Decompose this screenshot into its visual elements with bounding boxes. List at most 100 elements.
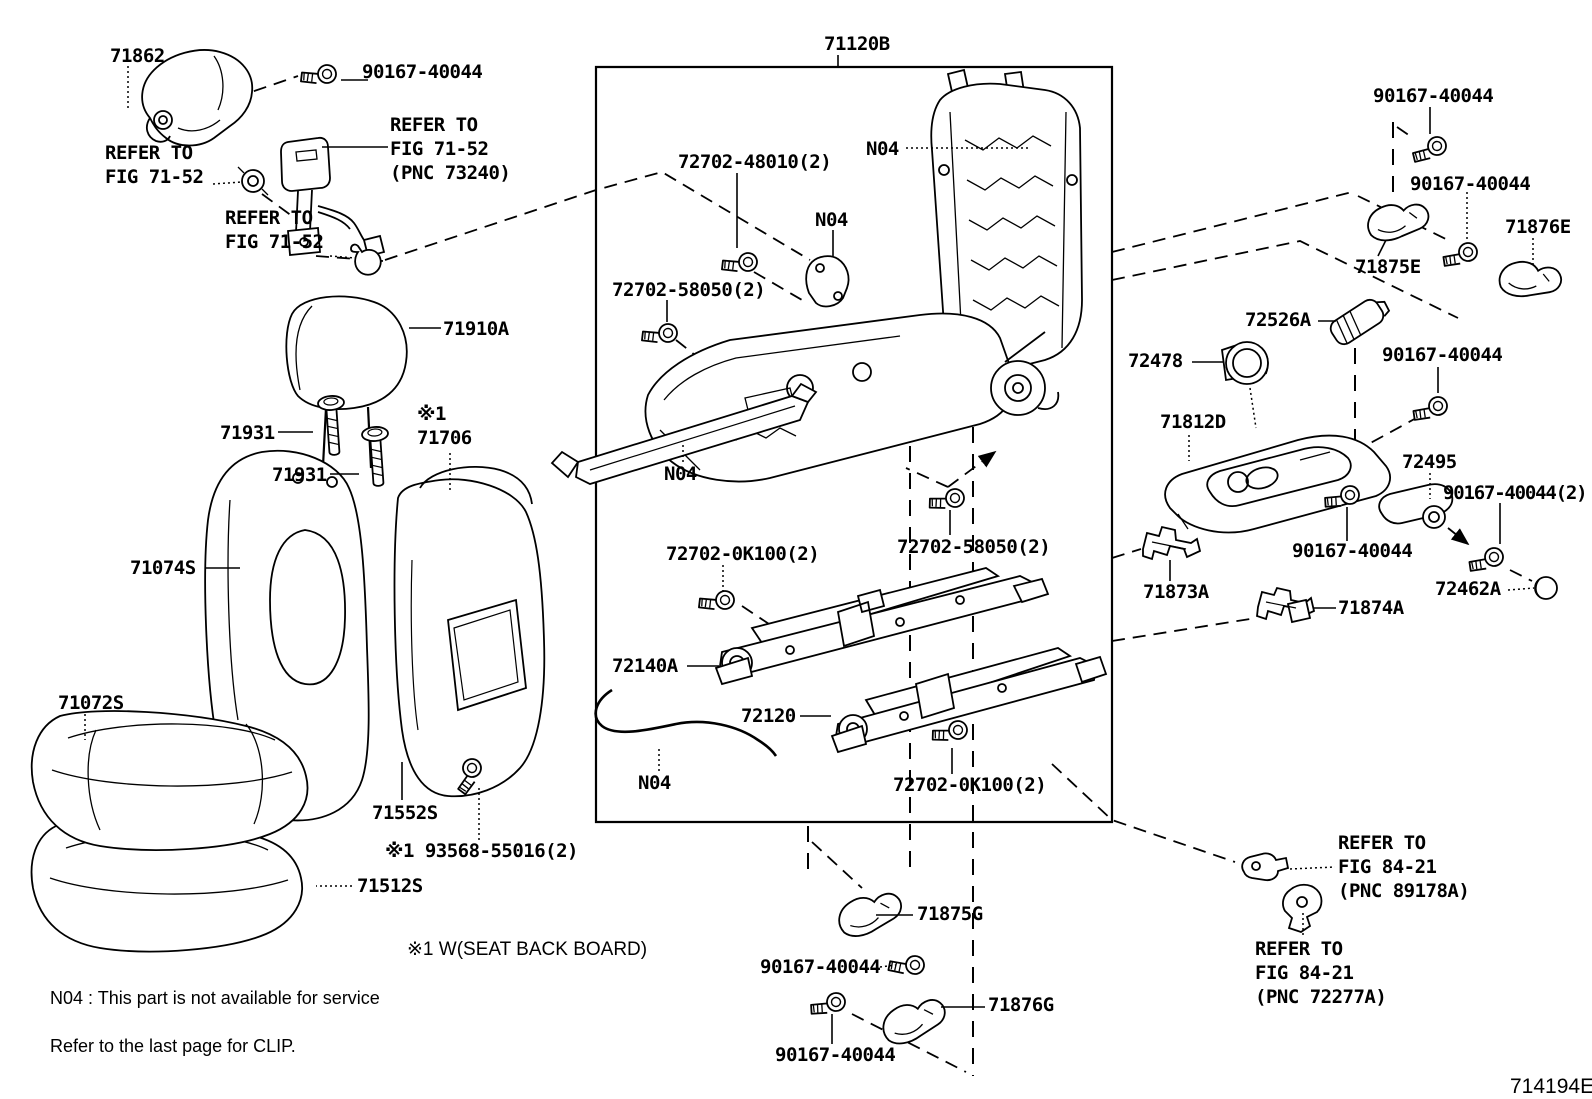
part-label-71875G: 71875G	[917, 903, 983, 925]
hinge-bracket-n04-drawing	[806, 256, 848, 306]
ref-fig84-21-72277A: REFER TO FIG 84-21 (PNC 72277A)	[1255, 937, 1387, 1009]
ref-fig71-52-left: REFER TO FIG 71-52	[105, 141, 204, 189]
ref-line: REFER TO	[1338, 832, 1426, 854]
leader-lines-dotted	[85, 66, 1534, 967]
ref-line: FIG 71-52	[390, 138, 489, 160]
part-label-72702-58050-1: 72702-58050(2)	[612, 279, 766, 301]
centerline-dashed-lines	[808, 122, 1393, 1076]
part-label-72140A: 72140A	[612, 655, 678, 677]
part-label-72702-0K100-1: 72702-0K100(2)	[666, 543, 820, 565]
ref-line: REFER TO	[1255, 938, 1343, 960]
ref-line: REFER TO	[105, 142, 193, 164]
note-seat-back-board: ※1 W(SEAT BACK BOARD)	[407, 939, 648, 960]
screw-90167-40044-b2	[806, 987, 850, 1025]
handle-72495-drawing	[1379, 484, 1452, 528]
note-clip: Refer to the last page for CLIP.	[50, 1036, 296, 1056]
part-label-71120B: 71120B	[824, 33, 890, 55]
ref-line: FIG 84-21	[1338, 856, 1437, 878]
part-label-90167-40044-b2: 90167-40044	[775, 1044, 896, 1066]
part-label-71074S: 71074S	[130, 557, 196, 579]
seat-rail-72140A-drawing	[716, 568, 1048, 684]
seat-frame-back-drawing	[931, 70, 1082, 375]
ref-line: REFER TO	[390, 114, 478, 136]
cover-71876E-drawing	[1495, 255, 1565, 307]
cap-72462A-drawing	[1535, 577, 1557, 599]
screw-90167-40044-r2	[1439, 237, 1482, 276]
bracket-72277A-drawing	[1283, 885, 1322, 932]
reclining-lever-72526A-drawing	[1327, 293, 1392, 348]
screw-72702-58050-2	[925, 484, 968, 519]
ref-line: (PNC 73240)	[390, 162, 511, 184]
part-label-71931-2: 71931	[272, 464, 327, 486]
part-label-71910A: 71910A	[443, 318, 509, 340]
part-label-90167-40044-tl: 90167-40044	[362, 61, 483, 83]
part-label-71706: 71706	[417, 427, 472, 449]
part-label-72702-48010: 72702-48010(2)	[678, 151, 832, 173]
ref-line: (PNC 89178A)	[1338, 880, 1470, 902]
seat-back-frame-71706-drawing	[395, 467, 545, 796]
seat-belt-buckle-drawing	[281, 138, 384, 256]
screw-90167-40044-topleft	[297, 60, 340, 93]
ref-line: FIG 84-21	[1255, 962, 1354, 984]
part-label-90167-40044-r1: 90167-40044	[1373, 85, 1494, 107]
part-label-90167-40044-r3: 90167-40044	[1382, 344, 1503, 366]
part-flag-71706: ※1	[417, 403, 446, 425]
part-label-71874A: 71874A	[1338, 597, 1404, 619]
part-label-n04-3: N04	[664, 463, 697, 485]
part-label-90167-40044-b1: 90167-40044	[760, 956, 881, 978]
cover-71875E-drawing	[1367, 203, 1430, 242]
ref-line: FIG 71-52	[225, 231, 324, 253]
part-label-71876G: 71876G	[988, 994, 1054, 1016]
screw-72702-48010	[718, 248, 761, 281]
part-label-72702-58050-2: 72702-58050(2)	[897, 536, 1051, 558]
part-label-71862: 71862	[110, 45, 165, 67]
part-label-71931-1: 71931	[220, 422, 275, 444]
seat-shield-71812D-drawing	[1165, 436, 1390, 533]
document-number: 714194E	[1510, 1075, 1592, 1098]
part-label-71875E: 71875E	[1355, 256, 1421, 278]
armrest-base-cover-71862-drawing	[142, 50, 252, 145]
part-label-72120: 72120	[741, 705, 796, 727]
part-label-90167-40044-mid: 90167-40044	[1292, 540, 1413, 562]
part-label-n04-2: N04	[815, 209, 848, 231]
part-label-71512S: 71512S	[357, 875, 423, 897]
part-label-72702-0K100-2: 72702-0K100(2)	[893, 774, 1047, 796]
part-label-71552S: 71552S	[372, 802, 438, 824]
part-label-n04-1: N04	[866, 138, 899, 160]
part-label-n04-4: N04	[638, 772, 671, 794]
knob-72478-drawing	[1222, 342, 1268, 384]
headrest-bolt-71931-2	[360, 425, 393, 488]
part-label-72478: 72478	[1128, 350, 1183, 372]
part-label-71072S: 71072S	[58, 692, 124, 714]
screw-90167-40044-b1	[885, 952, 927, 982]
bracket-71873A-drawing	[1143, 527, 1200, 559]
leader-lines-solid	[206, 55, 1500, 1044]
nut-clip-drawing	[238, 167, 381, 275]
part-label-72462A: 72462A	[1435, 578, 1501, 600]
part-label-90167-40044-x2: 90167-40044(2)	[1443, 482, 1588, 504]
clip-89178A-drawing	[1242, 853, 1288, 880]
ref-fig84-21-89178A: REFER TO FIG 84-21 (PNC 89178A)	[1338, 831, 1470, 903]
seat-frame-cushion-drawing	[645, 314, 1058, 482]
screw-72702-0K100-1	[695, 586, 738, 619]
part-label-71876E: 71876E	[1505, 216, 1571, 238]
headrest-71910A-drawing	[286, 296, 406, 468]
bracket-71874A-drawing	[1257, 588, 1314, 622]
ref-line: (PNC 72277A)	[1255, 986, 1387, 1008]
ref-line: FIG 71-52	[105, 166, 204, 188]
ref-line: REFER TO	[225, 207, 313, 229]
assembly-box-71120B	[596, 67, 1112, 822]
front-crossmember-n04-drawing	[552, 384, 816, 484]
screw-90167-40044-r1	[1408, 131, 1451, 172]
screw-90167-40044-r3	[1409, 391, 1452, 430]
part-label-71812D: 71812D	[1160, 411, 1226, 433]
seat-rail-72120-drawing	[832, 648, 1106, 752]
ref-fig71-52-mid: REFER TO FIG 71-52	[225, 206, 324, 254]
part-label-71873A: 71873A	[1143, 581, 1209, 603]
note-n04: N04 : This part is not available for ser…	[50, 988, 380, 1008]
seat-wire-n04-drawing	[596, 690, 776, 756]
cover-71876G-drawing	[878, 997, 950, 1048]
screw-72702-58050-1	[638, 319, 681, 352]
screw-90167-40044-x2	[1465, 542, 1508, 581]
